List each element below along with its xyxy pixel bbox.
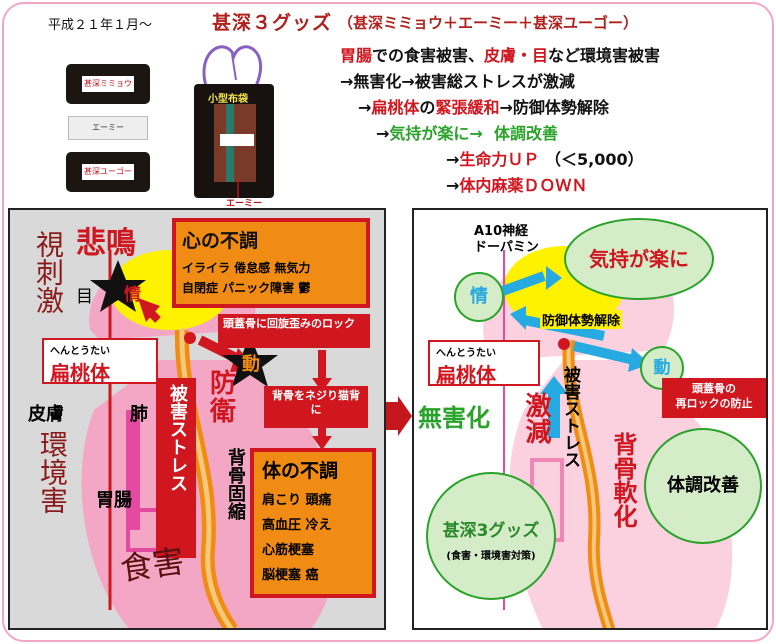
feel-easy-circle: 気持が楽に	[564, 218, 714, 300]
bag-inner-label: エーミー	[226, 199, 263, 209]
effect-skin-eye: 皮膚・目	[484, 46, 549, 65]
arrow-text: →	[358, 98, 372, 117]
effect-line-2: →無害化→被害総ストレスが激減	[340, 72, 575, 91]
amygdala-label: 扁桃体	[50, 361, 110, 385]
detox-label: 無害化	[418, 404, 490, 432]
body-disorder-4: 脳梗塞 癌	[262, 568, 319, 583]
goods-circle: 甚深3グッズ (食害・環境害対策)	[426, 472, 556, 600]
emotion-circle: 情	[454, 272, 504, 322]
effect-line-6: →体内麻薬ＤＯＷＮ	[446, 172, 587, 196]
effect-drug-down: 体内麻薬ＤＯＷＮ	[459, 176, 588, 195]
effect-vitality-up: 生命力ＵＰ	[459, 150, 540, 169]
dopamine-label: ドーパミン	[474, 240, 539, 255]
effect-health-improve: 体調改善	[493, 124, 558, 143]
product-tag-top: 甚深ミミョウ	[82, 76, 134, 92]
amygdala-box-right: へんとうたい 扁桃体	[428, 340, 540, 387]
damage-stress-box: 被害ストレス	[156, 378, 196, 558]
effect-no: の	[419, 98, 436, 117]
arrow-text: →	[446, 176, 460, 195]
health-improve-label: 体調改善	[667, 475, 739, 496]
header-title: 甚深３グッズ	[212, 12, 333, 34]
skull-lock-box: 頭蓋骨に回旋歪みのロック	[218, 314, 370, 348]
effect-relax: 緊張緩和	[435, 98, 500, 117]
product-photo: 甚深ミミョウ エーミー 甚深ユーゴー 小型布袋 エーミー	[58, 40, 278, 209]
defense-label: 防衛	[210, 369, 237, 427]
health-improve-circle: 体調改善	[644, 428, 762, 544]
header-subtitle: （甚深ミミョウ＋エーミー＋甚深ユーゴー）	[338, 14, 639, 32]
feel-easy-label: 気持が楽に	[589, 247, 689, 271]
body-disorder-2: 高血圧 冷え	[262, 518, 332, 533]
product-card: エーミー	[68, 116, 148, 140]
cloth-bag-icon	[194, 45, 274, 198]
effect-stomach: 胃腸	[340, 46, 373, 65]
emotion-label-right: 情	[470, 286, 488, 307]
stomach-label: 胃腸	[96, 490, 132, 511]
effect-line-3: →扁桃体の緊張緩和→防御体勢解除	[358, 94, 609, 118]
arrow-text: →	[446, 150, 460, 169]
relock-prevent-box: 頭蓋骨の 再ロックの防止	[662, 378, 766, 418]
lung-label: 肺	[130, 404, 148, 425]
effect-amygdala: 扁桃体	[371, 98, 420, 117]
effect-line-1: 胃腸での食害被害、皮膚・目など環境害被害	[340, 42, 660, 66]
product-block-bottom: 甚深ユーゴー	[66, 152, 150, 192]
action-label-right: 動	[653, 358, 671, 378]
goods-sub-label: (食害・環境害対策)	[446, 551, 536, 562]
effect-defense-release: →防御体勢解除	[499, 98, 609, 117]
bag-label: 小型布袋	[208, 94, 248, 105]
emotion-label: 情	[124, 285, 141, 305]
transition-arrow-icon	[386, 396, 412, 436]
eye-label: 目	[76, 287, 93, 307]
mind-disorder-items-2: 自閉症 パニック障害 鬱	[182, 281, 311, 295]
action-label: 動	[242, 354, 260, 375]
product-block-top: 甚深ミミョウ	[66, 64, 150, 104]
sharp-decrease-label: 激減	[521, 392, 551, 444]
right-diagram-panel: A10神経 ドーパミン 気持が楽に 情 防御体勢解除 へんとうたい 扁桃体 動 …	[412, 208, 768, 630]
amygdala-kana-right: へんとうたい	[436, 348, 496, 359]
effect-env-damage: など環境害被害	[548, 46, 661, 65]
amygdala-box: へんとうたい 扁桃体	[42, 338, 158, 385]
effect-feel-easy: 気持が楽に→	[389, 124, 483, 143]
scream-label: 悲鳴	[76, 226, 136, 261]
mind-disorder-title: 心の不調	[182, 230, 259, 252]
left-diagram-panel: 悲鳴 視刺激 目 情 心の不調 イライラ 倦怠感 無気力 自閉症 パニック障害 …	[8, 208, 386, 630]
mind-disorder-items-1: イライラ 倦怠感 無気力	[182, 261, 311, 275]
body-disorder-1: 肩こり 頭痛	[262, 493, 332, 508]
relock-prevent-2: 再ロックの防止	[675, 397, 753, 410]
spine-soft-label: 背骨軟化	[609, 432, 637, 528]
spine-rigid-label: 背骨固縮	[225, 448, 246, 520]
body-disorder-title: 体の不調	[262, 460, 339, 482]
product-tag-bottom: 甚深ユーゴー	[82, 164, 134, 180]
effect-line-4: →気持が楽に→ 体調改善	[376, 120, 558, 144]
amygdala-label-right: 扁桃体	[436, 363, 496, 387]
header-date: 平成２１年１月～	[48, 18, 153, 33]
effect-line-5: →生命力ＵＰ （＜5,000）	[446, 146, 644, 170]
food-damage-label: 食害	[117, 541, 187, 589]
relock-prevent-1: 頭蓋骨の	[692, 382, 736, 395]
damage-stress-label-right: 被害ストレス	[560, 366, 580, 468]
a10-nerve-label: A10神経	[474, 224, 529, 239]
effect-food-damage: での食害被害、	[372, 46, 485, 65]
mind-disorder-box: 心の不調 イライラ 倦怠感 無気力 自閉症 パニック障害 鬱	[172, 218, 370, 308]
amygdala-kana: へんとうたい	[50, 346, 110, 357]
goods-label: 甚深3グッズ	[442, 521, 540, 541]
environment-damage-label: 環境害	[36, 430, 69, 514]
twist-spine-box: 背骨をネジり猫背に	[264, 386, 368, 428]
effect-vitality-value: （＜5,000）	[545, 150, 644, 169]
skin-label: 皮膚	[28, 404, 64, 425]
defense-release-label: 防御体勢解除	[540, 310, 623, 329]
arrow-text: →	[376, 124, 390, 143]
visual-stimulus-label: 視刺激	[32, 230, 65, 314]
body-disorder-box: 体の不調 肩こり 頭痛 高血圧 冷え 心筋梗塞 脳梗塞 癌	[250, 448, 376, 598]
body-disorder-3: 心筋梗塞	[262, 543, 315, 558]
